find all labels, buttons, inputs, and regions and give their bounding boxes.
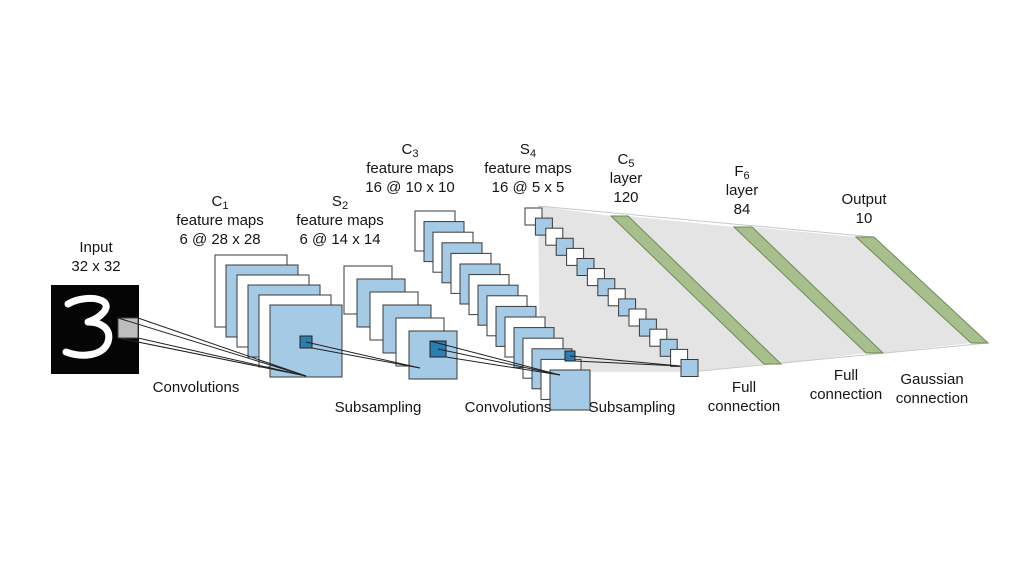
op-gaussian-connection: Gaussian connection [895,371,969,407]
s2-desc: feature maps [296,212,384,229]
receptive-line-6 [311,347,421,369]
f6-layer-bar [732,226,885,354]
s4-label: S4 feature maps 16 @ 5 x 5 [468,140,588,197]
op-convolutions-1: Convolutions [152,379,240,396]
s4-desc: feature maps [484,160,572,177]
c5-label: C5 layer 120 [596,150,656,207]
receptive-line-5 [305,341,421,369]
receptive-line-2 [137,337,307,377]
output-label-units: 10 [855,210,873,227]
digit-three-glyph [62,294,113,359]
s2-feature-maps [343,265,458,380]
f6-units: 84 [733,201,751,218]
receptive-line-10 [569,355,681,367]
op-full-connection-1: Full connection [707,379,781,415]
c5-layer-bar [609,215,783,365]
c1-feature-maps [214,254,343,378]
op-full-connection-2: Full connection [809,367,883,403]
c5-units: 120 [613,189,639,206]
f6-letter: F [734,163,744,180]
s2-subscript: 2 [341,200,349,212]
c3-feature-maps [414,210,591,411]
op-subsampling-1: Subsampling [334,399,422,416]
s2-letter: S [331,193,342,210]
output-label-title: Output [841,191,887,208]
c5-desc: layer [609,170,643,187]
c3-label: C3 feature maps 16 @ 10 x 10 [350,140,470,197]
funnel-bottom-edge [689,342,989,373]
c1-dims: 6 @ 28 x 28 [179,231,261,248]
c1-desc: feature maps [176,212,264,229]
c1-letter: C [211,193,223,210]
c3-desc: feature maps [366,160,454,177]
receptive-line-1 [137,317,307,377]
c3-dims: 16 @ 10 x 10 [365,179,455,196]
input-label: Input 32 x 32 [56,238,136,276]
s4-dims: 16 @ 5 x 5 [491,179,565,196]
receptive-line-3 [117,317,307,377]
c1-subscript: 1 [222,200,229,212]
s4-map-16 [680,359,699,377]
receptive-line-11 [574,360,681,367]
output-layer-bar [854,236,990,344]
s4-letter: S [519,141,530,158]
f6-desc: layer [725,182,759,199]
c5-subscript: 5 [628,158,635,170]
s2-label: S2 feature maps 6 @ 14 x 14 [280,192,400,249]
f6-label: F6 layer 84 [712,162,772,219]
op-subsampling-2: Subsampling [588,399,676,416]
c3-map-16 [549,369,591,411]
c3-subscript: 3 [412,148,419,160]
s4-subscript: 4 [529,148,537,160]
input-image [51,285,139,374]
receptive-line-8 [445,356,561,376]
f6-subscript: 6 [743,170,750,182]
input-label-title: Input [79,239,113,256]
receptive-field-lines [117,317,681,377]
output-label: Output 10 [828,190,900,228]
receptive-line-7 [437,348,561,376]
input-label-size: 32 x 32 [71,258,121,275]
c1-label: C1 feature maps 6 @ 28 x 28 [160,192,280,249]
funnel-top-edge [537,205,875,238]
receptive-line-4 [117,337,307,377]
c3-letter: C [401,141,413,158]
receptive-line-9 [429,340,561,376]
s4-feature-maps [524,207,699,377]
s2-dims: 6 @ 14 x 14 [299,231,381,248]
op-convolutions-2: Convolutions [464,399,552,416]
c5-letter: C [617,151,629,168]
